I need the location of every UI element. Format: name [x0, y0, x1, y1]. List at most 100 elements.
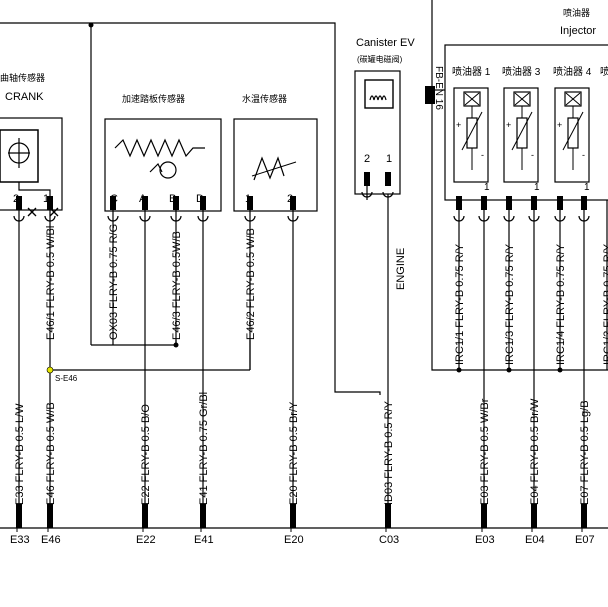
crank-label: CRANK	[5, 91, 44, 103]
injector-1-pin: 1	[484, 182, 490, 193]
injector-1-label: 喷油器 1	[452, 65, 491, 78]
pin-plug	[531, 196, 537, 210]
interconnects	[50, 340, 251, 371]
injector-label: Injector	[560, 25, 596, 37]
injector-4-pin: 1	[584, 182, 590, 193]
crank-sensor: 曲轴传感器 CRANK 2 1	[0, 72, 63, 211]
pin-plug	[581, 196, 587, 210]
terminal-label-e46: E46	[41, 534, 61, 546]
terminal-pin	[531, 504, 537, 528]
pin-plug	[142, 196, 148, 210]
injector-coil-symbol: +-	[554, 87, 590, 183]
plus-sign: +	[557, 120, 562, 130]
connector-label: FB-EN 16	[433, 66, 444, 110]
terminal-label-e22: E22	[136, 534, 156, 546]
minus-sign: -	[582, 150, 585, 160]
terminal-pin	[47, 504, 53, 528]
wire-label-ox03: OX03 FLRY-B 0.75 R/G	[108, 224, 120, 340]
pin-plug	[200, 196, 206, 210]
injector-3-pin: 1	[534, 182, 540, 193]
pin-socket	[170, 215, 182, 222]
coolant-label-cn: 水温传感器	[242, 93, 287, 104]
injector-coil-symbol: +-	[503, 87, 539, 183]
injector-label-cn: 喷油器	[563, 7, 590, 18]
wire-lines	[18, 186, 608, 528]
injector-3-label: 喷油器 3	[502, 65, 541, 78]
terminal-pin	[385, 504, 391, 528]
pin-plug	[47, 196, 53, 210]
plus-sign: +	[456, 120, 461, 130]
pin-socket	[44, 215, 56, 222]
shield-marks	[27, 207, 59, 217]
connector-fb-en16: FB-EN 16	[425, 66, 445, 110]
injector-coil-symbol: +-	[453, 87, 489, 183]
accel-pin-b: B	[169, 193, 176, 205]
pin-plug	[385, 172, 391, 186]
pin-plug	[557, 196, 563, 210]
splice-dot	[46, 366, 54, 374]
plus-sign: +	[506, 120, 511, 130]
pin-socket	[554, 215, 566, 222]
pin-socket	[528, 215, 540, 222]
injector-4-label: 喷油器 4	[553, 65, 592, 78]
pin-socket	[197, 215, 209, 222]
pin-socket	[578, 215, 590, 222]
pin-socket	[453, 215, 465, 222]
pin-plug	[290, 196, 296, 210]
terminal-label-e07: E07	[575, 534, 595, 546]
terminal-label-e33: E33	[10, 534, 30, 546]
wire-label-irc1-1: IRC1/1 FLRY-B 0.75 R/Y	[454, 243, 466, 365]
coolant-temp-sensor: 水温传感器 1 2	[233, 93, 318, 212]
terminal-pin	[200, 504, 206, 528]
terminal-label-e04: E04	[525, 534, 545, 546]
canister-label-cn: (碳罐电磁阀)	[357, 54, 403, 64]
wire-label-id03: ID03 FLRY-B 0.5 R/Y	[383, 400, 395, 505]
injector-2-label: 喷	[600, 66, 608, 78]
minus-sign: -	[481, 150, 484, 160]
minus-sign: -	[531, 150, 534, 160]
wire-label-e46-1: E46/1 FLRY-B 0.5 W/Bl	[45, 226, 57, 340]
pin-plug	[456, 196, 462, 210]
crank-pin-1: 1	[43, 193, 49, 205]
accel-label-cn: 加速踏板传感器	[122, 93, 185, 104]
pin-socket	[139, 215, 151, 222]
terminal-pin	[290, 504, 296, 528]
crank-label-cn: 曲轴传感器	[0, 72, 45, 83]
canister-ev: Canister EV (碳罐电磁阀) 2 1	[354, 37, 415, 195]
wire-label-e04: E04 FLRY-B 0.5 Br/W	[529, 398, 541, 505]
wire-label-e41: E41 FLRY-B 0.75 Gr/Bl	[198, 392, 210, 505]
splice-label: S-E46	[55, 374, 78, 383]
pin-socket	[107, 215, 119, 222]
pin-socket	[361, 191, 373, 198]
wire-label-e07: E07 FLRY-B 0.5 Lg/B	[579, 400, 591, 505]
terminal-label-e20: E20	[284, 534, 304, 546]
wire-label-irc1-2: IRC1/2 FLRY-B 0.75 R/Y	[602, 243, 608, 365]
canister-label: Canister EV	[356, 37, 415, 49]
pin-plug	[506, 196, 512, 210]
wire-label-e03: E03 FLRY-B 0.5 W/Br	[479, 398, 491, 505]
wire-label-e22: E22 FLRY-B 0.5 B/O	[140, 404, 152, 505]
terminal-pin	[481, 504, 487, 528]
pin-plug	[16, 196, 22, 210]
wire-label-e46-2: E46/2 FLRY-B 0.5 W/B	[245, 228, 257, 340]
pin-plug	[110, 196, 116, 210]
wire-label-irc1-3: IRC1/3 FLRY-B 0.75 R/Y	[504, 243, 516, 365]
terminal-pin	[581, 504, 587, 528]
engine-label: ENGINE	[395, 248, 407, 290]
canister-pin-2: 2	[364, 153, 370, 165]
pin-plugs	[13, 172, 590, 222]
wire-label-e20: E20 FLRY-B 0.5 Br/Y	[288, 401, 300, 505]
wire-label-e46: E46 FLRY-B 0.5 W/B	[45, 402, 57, 505]
injector-block: 喷油器 Injector 喷油器 1 喷油器 3 喷油器 4 喷 +-+-+- …	[444, 7, 608, 201]
pin-plug	[247, 196, 253, 210]
terminal-label-c03: C03	[379, 534, 399, 546]
terminal-label-e41: E41	[194, 534, 214, 546]
injector-junctions	[456, 367, 563, 373]
wire-label-e46-3: E46/3 FLRY-B 0.5W/B	[171, 231, 183, 340]
wire-label-irc1-4: IRC1/4 FLRY-B 0.75 R/Y	[555, 243, 567, 365]
pin-socket	[13, 215, 25, 222]
pin-socket	[382, 191, 394, 198]
